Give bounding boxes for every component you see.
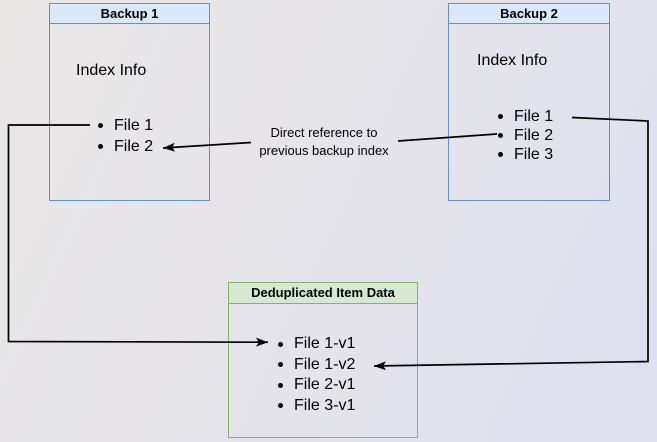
backup2-box: Backup 2 (448, 3, 610, 201)
backup2-file-list: File 1 File 2 File 3 (498, 107, 553, 164)
list-item: File 1-v2 (278, 355, 355, 376)
list-item: File 2 (98, 136, 153, 157)
annotation-line2: previous backup index (259, 143, 389, 158)
dedup-item-list: File 1-v1 File 1-v2 File 2-v1 File 3-v1 (278, 334, 355, 416)
backup1-index-info-label: Index Info (76, 62, 147, 79)
list-item: File 1-v1 (278, 334, 355, 355)
backup2-title: Backup 2 (449, 4, 609, 24)
list-item: File 1 (498, 107, 553, 126)
annotation-line1: Direct reference to (270, 125, 378, 140)
dedup-title: Deduplicated Item Data (229, 283, 417, 304)
list-item: File 1 (98, 115, 153, 136)
list-item: File 3-v1 (278, 396, 355, 417)
backup1-title: Backup 1 (50, 4, 209, 24)
dedup-box: Deduplicated Item Data (228, 282, 418, 438)
reference-annotation: Direct reference to previous backup inde… (234, 124, 414, 160)
list-item: File 2-v1 (278, 375, 355, 396)
backup2-index-info-label: Index Info (477, 52, 548, 69)
list-item: File 2 (498, 126, 553, 145)
backup1-box: Backup 1 (49, 3, 210, 201)
list-item: File 3 (498, 145, 553, 164)
backup1-file-list: File 1 File 2 (98, 115, 153, 157)
